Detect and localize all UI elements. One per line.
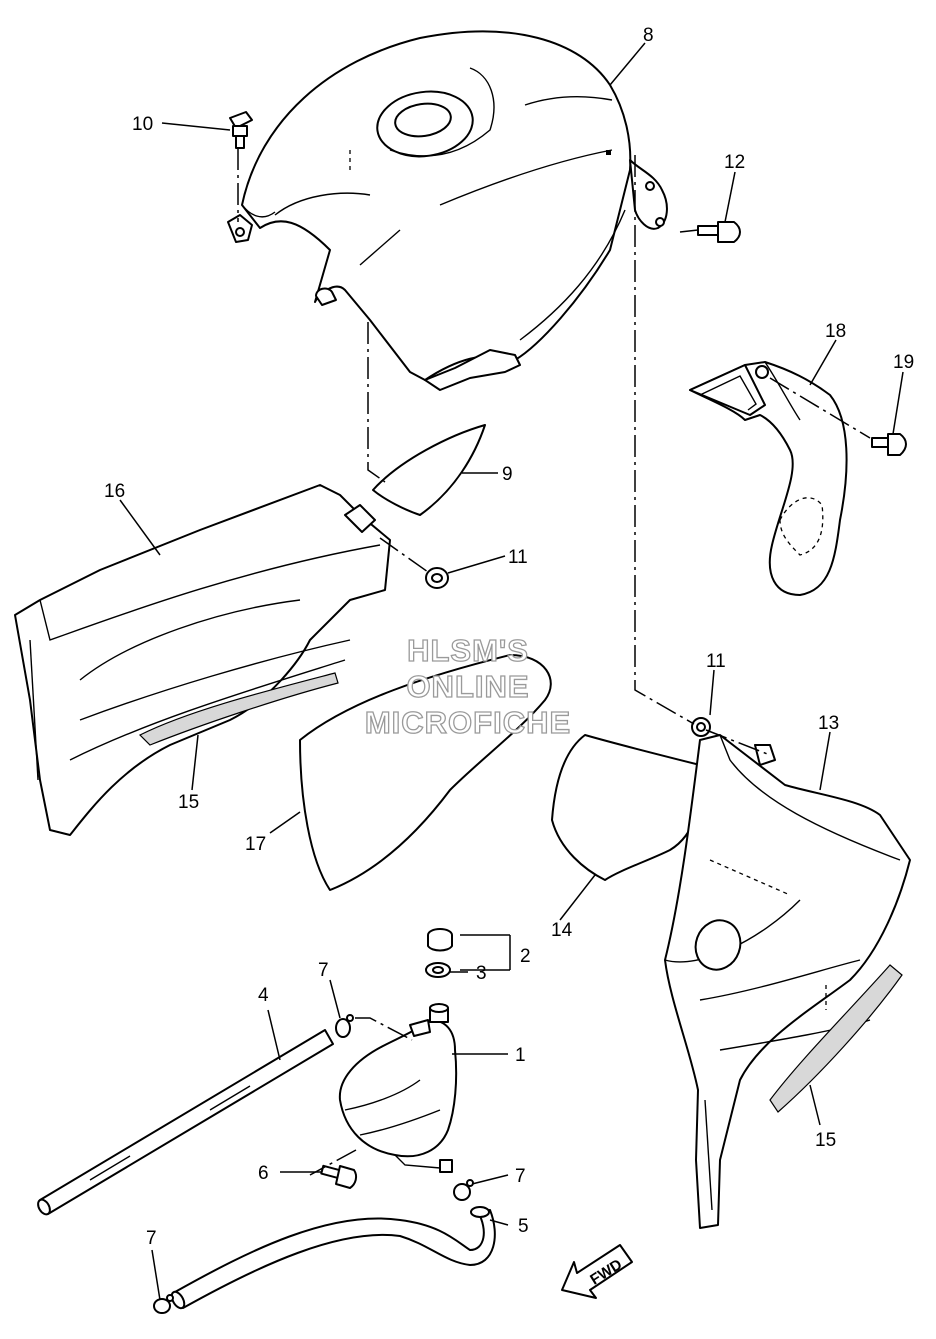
bolt-12-part	[697, 221, 741, 243]
grommet-11-upper-part	[425, 567, 449, 589]
leader-lines	[119, 42, 904, 1301]
assembly-lines	[237, 148, 871, 1176]
callout-1: 1	[515, 1045, 526, 1066]
callout-13: 13	[818, 713, 839, 734]
callout-9: 9	[502, 464, 513, 485]
callout-7-middle: 7	[515, 1166, 526, 1187]
grommet-11-lower-part	[691, 717, 711, 737]
trim-strip-15-right-part	[769, 964, 903, 1113]
watermark-line-3: MICROFICHE	[365, 705, 571, 740]
clamp-7-middle-part	[453, 1179, 474, 1201]
callout-labels: 10 8 12 18 19 9 16 11 11 13 15 17 14 2 3…	[104, 25, 914, 1249]
callout-8: 8	[643, 25, 654, 46]
gasket-3-part	[425, 962, 451, 978]
reservoir-tank-part	[338, 1003, 458, 1173]
callout-11-lower: 11	[706, 651, 726, 672]
callout-17: 17	[245, 834, 266, 855]
pad-9-part	[372, 424, 486, 516]
watermark: HLSM'S ONLINE MICROFICHE	[364, 632, 571, 740]
bolt-19-part	[871, 433, 907, 456]
side-cover-16-part	[14, 484, 391, 836]
decal-17-part	[299, 654, 552, 891]
trim-strip-15-left-part	[138, 672, 339, 746]
callout-5: 5	[518, 1216, 529, 1237]
callout-6: 6	[258, 1163, 269, 1184]
watermark-line-2: ONLINE	[406, 669, 529, 704]
air-duct-part	[689, 361, 848, 596]
hose-5-part	[170, 1206, 496, 1310]
hose-4-part	[37, 1029, 334, 1216]
screw-6-part	[320, 1164, 358, 1189]
callout-2: 2	[520, 946, 531, 967]
callout-10: 10	[132, 114, 153, 135]
side-cover-13-part	[664, 734, 911, 1229]
watermark-line-1: HLSM'S	[407, 633, 529, 668]
callout-18: 18	[825, 321, 846, 342]
callout-19: 19	[893, 352, 914, 373]
callout-3: 3	[476, 963, 487, 984]
callout-7-upper: 7	[318, 960, 329, 981]
clamp-7-lower-part	[153, 1294, 174, 1314]
forward-arrow: FWD	[561, 1244, 633, 1299]
clamp-7-upper-part	[335, 1014, 354, 1038]
callout-4: 4	[258, 985, 269, 1006]
callout-14: 14	[551, 920, 573, 941]
tank-cover-part	[227, 30, 668, 391]
decal-14-part	[551, 734, 703, 881]
callout-15-right: 15	[815, 1130, 836, 1151]
callout-15-left: 15	[178, 792, 199, 813]
callout-11-upper: 11	[508, 547, 528, 568]
callout-12: 12	[724, 152, 745, 173]
callout-7-lower: 7	[146, 1228, 157, 1249]
cap-2-part	[427, 928, 453, 952]
bolt-10-part	[229, 111, 253, 149]
callout-16: 16	[104, 481, 125, 502]
